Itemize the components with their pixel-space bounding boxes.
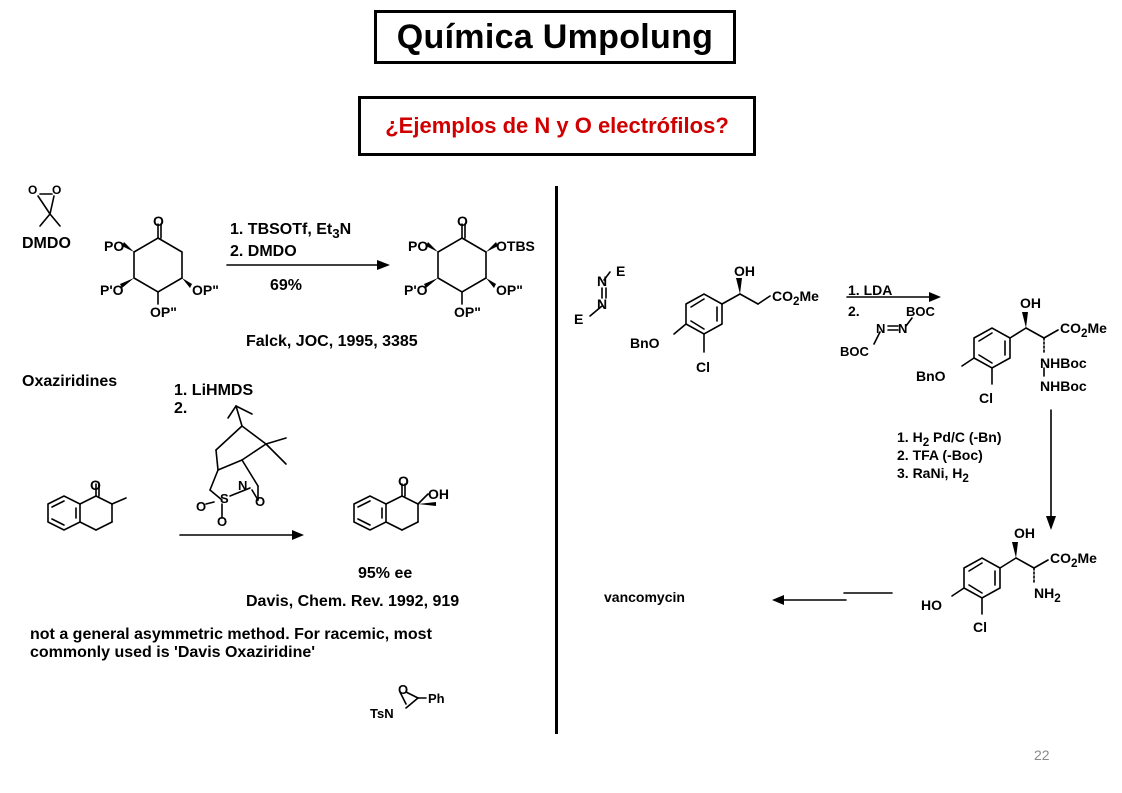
r2-reagent-line1: 1. LiHMDS [174,382,254,399]
sm-oh: OH [734,263,755,279]
sm-cl: Cl [696,359,710,375]
dmdo-label: DMDO [22,235,71,252]
note-line1: not a general asymmetric method. For rac… [30,626,432,643]
vancomycin-arrow [772,592,893,605]
r1-sm-p1o: P'O [100,282,124,298]
slide-title: Química Umpolung [374,10,736,64]
int-bno: BnO [916,368,946,384]
r2-pr-oh: OH [428,486,449,502]
davis-oxaziridine-structure [399,691,427,709]
azo-e-top: E [616,263,626,279]
step2-line2: 2. TFA (-Boc) [897,447,983,463]
r1-sm-po: PO [104,238,125,254]
r2-sm-carbonyl: O [90,477,101,493]
dmdo-structure [37,193,61,227]
step2-line1: 1. H2 Pd/C (-Bn) [897,429,1002,449]
r1-pr-op2-bottom: OP" [454,304,481,320]
reaction1-starting-material [120,223,192,305]
step1-boc-left: BOC [840,344,869,359]
r1-reference: Falck, JOC, 1995, 3385 [246,333,418,350]
int-nhboc2: NHBoc [1040,378,1087,394]
r2-reagent-n: N [238,478,248,493]
r1-pr-carbonyl: O [457,213,468,229]
sm-co2me: CO2Me [772,288,819,308]
int-nhboc1: NHBoc [1040,355,1087,371]
step1-boc-azo [873,317,913,345]
sm-bno: BnO [630,335,660,351]
r2-ee: 95% ee [358,565,413,582]
azo-n1: N [597,273,608,289]
pr-co2me: CO2Me [1050,550,1097,570]
r2-reagent-line2: 2. [174,400,188,417]
slide-subtitle: ¿Ejemplos de N y O electrófilos? [358,96,756,156]
pr-oh: OH [1014,525,1035,541]
r2-reagent-o2: O [196,499,207,514]
pr-ho: HO [921,597,942,613]
r1-pr-op2-right: OP" [496,282,523,298]
note-line2: commonly used is 'Davis Oxaziridine' [30,644,316,661]
r2-pr-carbonyl: O [398,473,409,489]
r1-pr-otbs: OTBS [496,238,535,254]
pr-nh2: NH2 [1034,585,1061,605]
dmdo-o1: O [28,183,38,197]
r2-reagent-oxaziridine [205,405,287,519]
davis-tsn: TsN [370,706,394,721]
r2-reagent-o3: O [217,514,228,529]
step1-arrow [846,292,941,302]
page-number: 22 [1034,747,1050,763]
product-structure [951,542,1049,615]
r1-sm-op2-right: OP" [192,282,219,298]
azo-n2: N [597,296,608,312]
r1-sm-carbonyl: O [153,213,164,229]
step1-n: N [876,321,886,336]
vancomycin-label: vancomycin [604,589,685,605]
step2-arrow [1046,409,1056,530]
azo-e-bottom: E [574,311,584,327]
pr-cl: Cl [973,619,987,635]
step2-line3: 3. RaNi, H2 [897,465,969,485]
r1-pr-p1o: P'O [404,282,428,298]
int-cl: Cl [979,390,993,406]
r2-reagent-s: S [220,491,229,506]
int-oh: OH [1020,295,1041,311]
davis-o: O [398,682,409,697]
r1-yield: 69% [270,277,303,294]
r2-reference: Davis, Chem. Rev. 1992, 919 [246,593,460,610]
dmdo-o2: O [52,183,62,197]
int-co2me: CO2Me [1060,320,1107,340]
step1-n2: N [898,321,908,336]
right-starting-material [673,278,771,353]
reaction1-product [424,223,498,305]
oxaziridines-heading: Oxaziridines [22,373,118,390]
davis-ph: Ph [428,691,445,706]
r2-product [353,483,436,531]
r1-reagent-line2: 2. DMDO [230,243,297,260]
r2-arrow [179,530,304,540]
step1-line2: 2. [848,303,860,319]
intermediate-structure [961,312,1059,385]
r2-starting-material [47,483,127,531]
panel-divider [555,186,558,734]
r1-reagent-line1: 1. TBSOTf, Et3N [230,221,352,242]
azo-structure [589,271,611,317]
r1-pr-po: PO [408,238,429,254]
step1-boc-right: BOC [906,304,935,319]
r2-reagent-o: O [255,494,266,509]
step1-line1: 1. LDA [848,282,893,298]
r1-arrow [226,260,390,270]
r1-sm-op2-bottom: OP" [150,304,177,320]
